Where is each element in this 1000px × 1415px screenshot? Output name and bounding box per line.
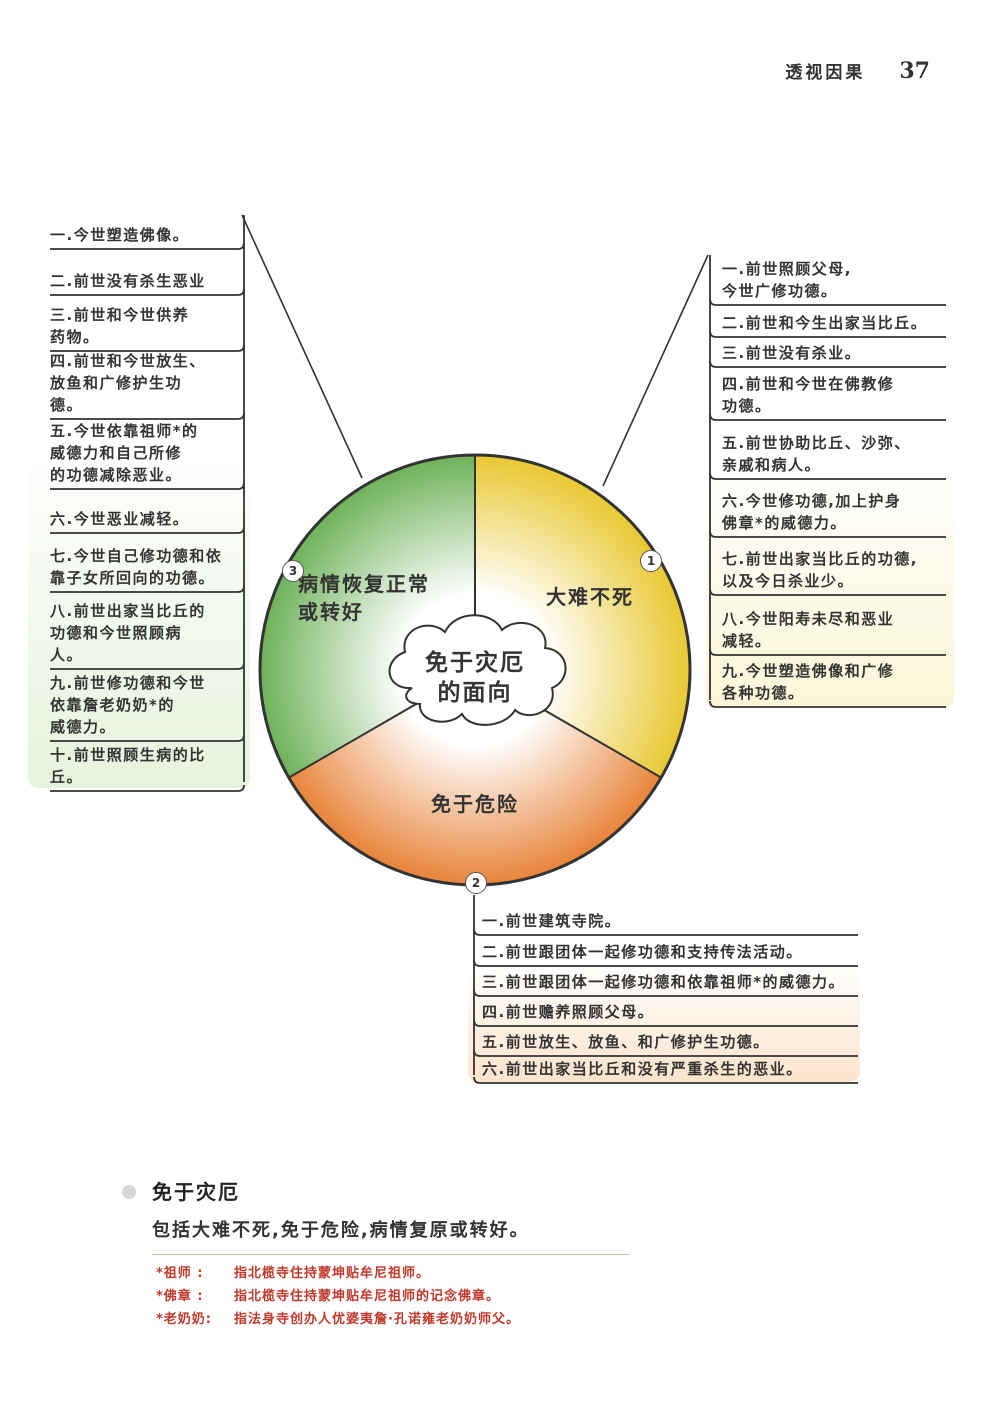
right-list-item: 八.今世阳寿未尽和恶业 减轻。 xyxy=(722,610,895,650)
footnote: *佛章 :指北榄寺住持蒙坤贴牟尼祖师的记念佛章。 xyxy=(156,1289,501,1304)
right-list-item: 三.前世没有杀业。 xyxy=(722,344,862,362)
left-list-item: 一.今世塑造佛像。 xyxy=(50,226,190,244)
left-list-item: 七.今世自己修功德和依 靠子女所回向的功德。 xyxy=(50,547,223,587)
footnote: *老奶奶:指法身寺创办人优婆夷詹·孔诺雍老奶奶师父。 xyxy=(156,1312,520,1327)
left-list-item: 十.前世照顾生病的比 丘。 xyxy=(50,746,206,786)
bottom-list-item: 六.前世出家当比丘和没有严重杀生的恶业。 xyxy=(482,1060,803,1078)
connector-right xyxy=(602,254,709,487)
segment-label-free-from-danger: 免于危险 xyxy=(431,792,519,816)
right-list-panel xyxy=(706,252,954,708)
bottom-list-item: 二.前世跟团体一起修功德和支持传法活动。 xyxy=(482,943,803,961)
right-list-item: 六.今世修功德,加上护身 佛章*的威德力。 xyxy=(722,492,902,532)
bottom-list-item: 四.前世赡养照顾父母。 xyxy=(482,1003,655,1021)
bottom-list-item: 三.前世跟团体一起修功德和依靠祖师*的威德力。 xyxy=(482,973,846,991)
right-list-item: 一.前世照顾父母, 今世广修功德。 xyxy=(722,260,852,300)
page-number: 37 xyxy=(899,58,930,84)
center-cloud xyxy=(388,614,567,726)
left-list-item: 五.今世依靠祖师*的 威德力和自己所修 的功德减除恶业。 xyxy=(50,422,199,484)
left-list-item: 四.前世和今世放生、 放鱼和广修护生功 德。 xyxy=(50,352,206,414)
segment-label-recovery: 病情恢复正常 或转好 xyxy=(298,572,430,624)
right-list-item: 九.今世塑造佛像和广修 各种功德。 xyxy=(722,662,895,702)
right-list-item: 五.前世协助比丘、沙弥、 亲戚和病人。 xyxy=(722,434,911,474)
section-title: 透视因果 xyxy=(785,63,866,83)
item-underline xyxy=(709,700,946,708)
segment-number-3: 3 xyxy=(282,560,304,582)
footnote: *祖师 :指北榄寺住持蒙坤贴牟尼祖师。 xyxy=(156,1266,431,1281)
segment-number-2: 2 xyxy=(465,872,487,894)
footnotes: *祖师 :指北榄寺住持蒙坤贴牟尼祖师。 *佛章 :指北榄寺住持蒙坤贴牟尼祖师的记… xyxy=(156,1262,520,1331)
segment-number-1: 1 xyxy=(640,550,662,572)
page-header: 透视因果 37 xyxy=(785,58,930,84)
summary-divider xyxy=(152,1254,630,1255)
bottom-list-item: 五.前世放生、放鱼、和广修护生功德。 xyxy=(482,1033,770,1051)
right-list-item: 七.前世出家当比丘的功德, 以及今日杀业少。 xyxy=(722,550,918,590)
left-list-item: 八.前世出家当比丘的 功德和今世照顾病 人。 xyxy=(50,602,206,664)
right-list-item: 四.前世和今世在佛教修 功德。 xyxy=(722,375,895,415)
segment-orange xyxy=(289,670,661,885)
left-list-item: 六.今世恶业减轻。 xyxy=(50,510,190,528)
summary-title: 免于灾厄 xyxy=(152,1180,240,1204)
right-list-item: 二.前世和今生出家当比丘。 xyxy=(722,314,928,332)
center-title: 免于灾厄 的面向 xyxy=(425,650,525,706)
left-list-item: 三.前世和今世供养 药物。 xyxy=(50,306,190,346)
left-list-item: 二.前世没有杀生恶业 xyxy=(50,272,206,290)
bottom-list-item: 一.前世建筑寺院。 xyxy=(482,912,622,930)
bottom-list-panel xyxy=(468,900,860,1082)
item-underline xyxy=(50,784,245,792)
left-list-item: 九.前世修功德和今世 依靠詹老奶奶*的 威德力。 xyxy=(50,674,206,736)
left-list-panel xyxy=(28,220,250,788)
item-underline xyxy=(473,1076,858,1084)
segment-label-escape-death: 大难不死 xyxy=(546,585,634,609)
connector-left xyxy=(241,214,363,479)
summary-description: 包括大难不死,免于危险,病情复原或转好。 xyxy=(152,1220,530,1241)
bullet-dot xyxy=(122,1185,136,1199)
